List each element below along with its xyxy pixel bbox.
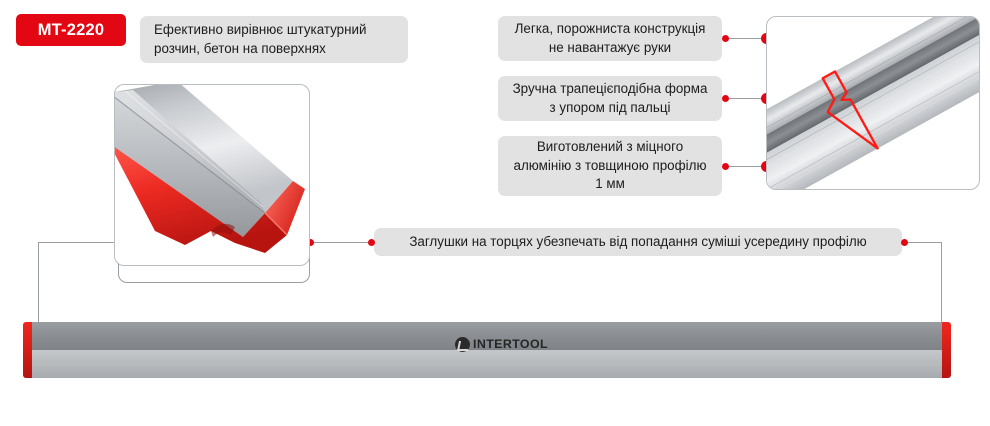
callout-headline: Ефективно вирівнює штукатурний розчин, б… xyxy=(140,16,408,63)
connector-line-aluminium xyxy=(729,166,772,167)
connector-line-caps-down-right xyxy=(941,242,942,330)
connector-line-caps-far-left xyxy=(38,242,116,243)
connector-dot-caps-box-left xyxy=(368,239,375,246)
trapezoidal-rule-illustration xyxy=(115,85,305,253)
connector-line-caps-left xyxy=(311,242,369,243)
connector-line-caps-right xyxy=(908,242,942,243)
profile-cross-section-illustration xyxy=(767,17,979,189)
connector-dot-caps-photo-right xyxy=(307,239,314,246)
bar-end-cap-left xyxy=(23,322,32,378)
callout-aluminium-thickness: Виготовлений з міцного алюмінію з товщин… xyxy=(498,136,722,196)
connector-dot-lightweight-box xyxy=(722,35,729,42)
bar-upper-face xyxy=(28,322,946,350)
connector-line-lightweight xyxy=(729,38,772,39)
connector-dot-aluminium-box xyxy=(722,163,729,170)
bar-end-cap-right xyxy=(942,322,951,378)
trapezoidal-rule-end-cap-photo xyxy=(114,84,310,266)
bar-lower-face xyxy=(28,350,946,378)
brand-logo: INTERTOOL xyxy=(455,336,548,353)
connector-dot-shape-box xyxy=(722,95,729,102)
sku-badge: MT-2220 xyxy=(16,14,126,46)
profile-cross-section-photo xyxy=(766,16,980,190)
callout-end-caps: Заглушки на торцях убезпечать від попада… xyxy=(374,228,902,256)
callout-lightweight-construction: Легка, порожниста конструкція не наванта… xyxy=(498,16,722,61)
intertool-logo-icon xyxy=(455,337,470,352)
brand-wordmark: INTERTOOL xyxy=(473,337,548,351)
callout-trapezoidal-shape: Зручна трапецієподібна форма з упором пі… xyxy=(498,76,722,121)
connector-line-shape xyxy=(729,98,772,99)
product-bar-illustration xyxy=(23,322,951,378)
connector-line-caps-down-left xyxy=(38,242,39,330)
connector-dot-caps-box-right xyxy=(901,239,908,246)
